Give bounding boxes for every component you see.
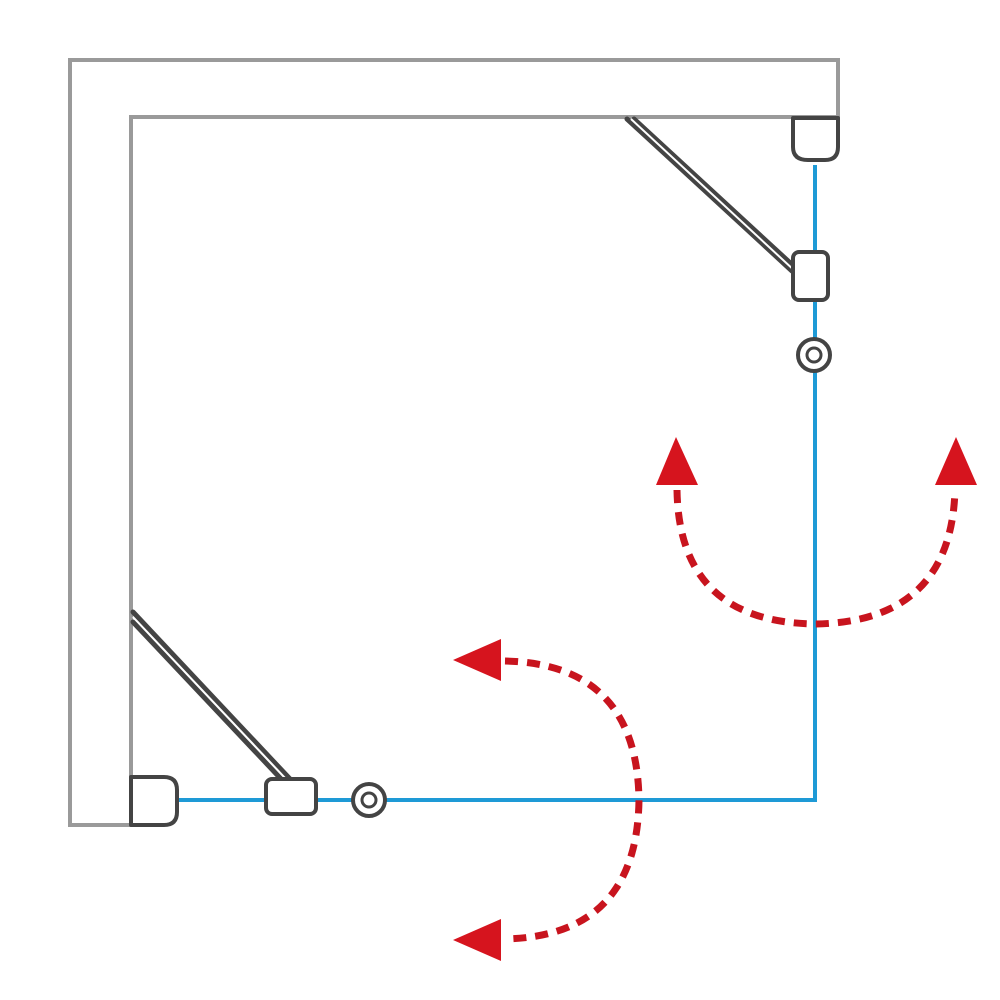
right-door-hinge-icon (796, 337, 832, 373)
bottom-wall-bracket (129, 775, 179, 827)
glass-doors (178, 165, 817, 802)
right-door-arrowhead-right (935, 437, 977, 485)
right-fixed-panel (624, 116, 803, 275)
outer-wall-outline (68, 58, 840, 827)
right-door-arrowhead-left (656, 437, 698, 485)
bottom-fixed-panel (130, 609, 293, 784)
bottom-door-arrowhead-top (453, 639, 501, 681)
bottom-door-swing-arrows (453, 639, 643, 961)
wall-frame (68, 58, 840, 827)
bottom-fixed-panel-gap (132, 616, 288, 781)
right-panel-connector (791, 250, 830, 302)
bottom-panel-connector (264, 777, 318, 816)
bottom-door-hinge-icon (351, 782, 387, 818)
top-wall-bracket (791, 116, 840, 162)
bottom-door-arrowhead-bottom (453, 919, 501, 961)
bottom-fixed-panel-line-b (130, 619, 286, 784)
right-fixed-panel-line-b (631, 116, 803, 275)
bottom-door-swing-arc (504, 657, 643, 943)
right-door-swing-arc (673, 489, 959, 628)
right-fixed-panel-gap (630, 118, 797, 273)
bottom-fixed-panel-line-a (130, 609, 293, 782)
right-fixed-panel-line-a (624, 116, 795, 274)
right-door-swing-arrows (656, 437, 977, 628)
